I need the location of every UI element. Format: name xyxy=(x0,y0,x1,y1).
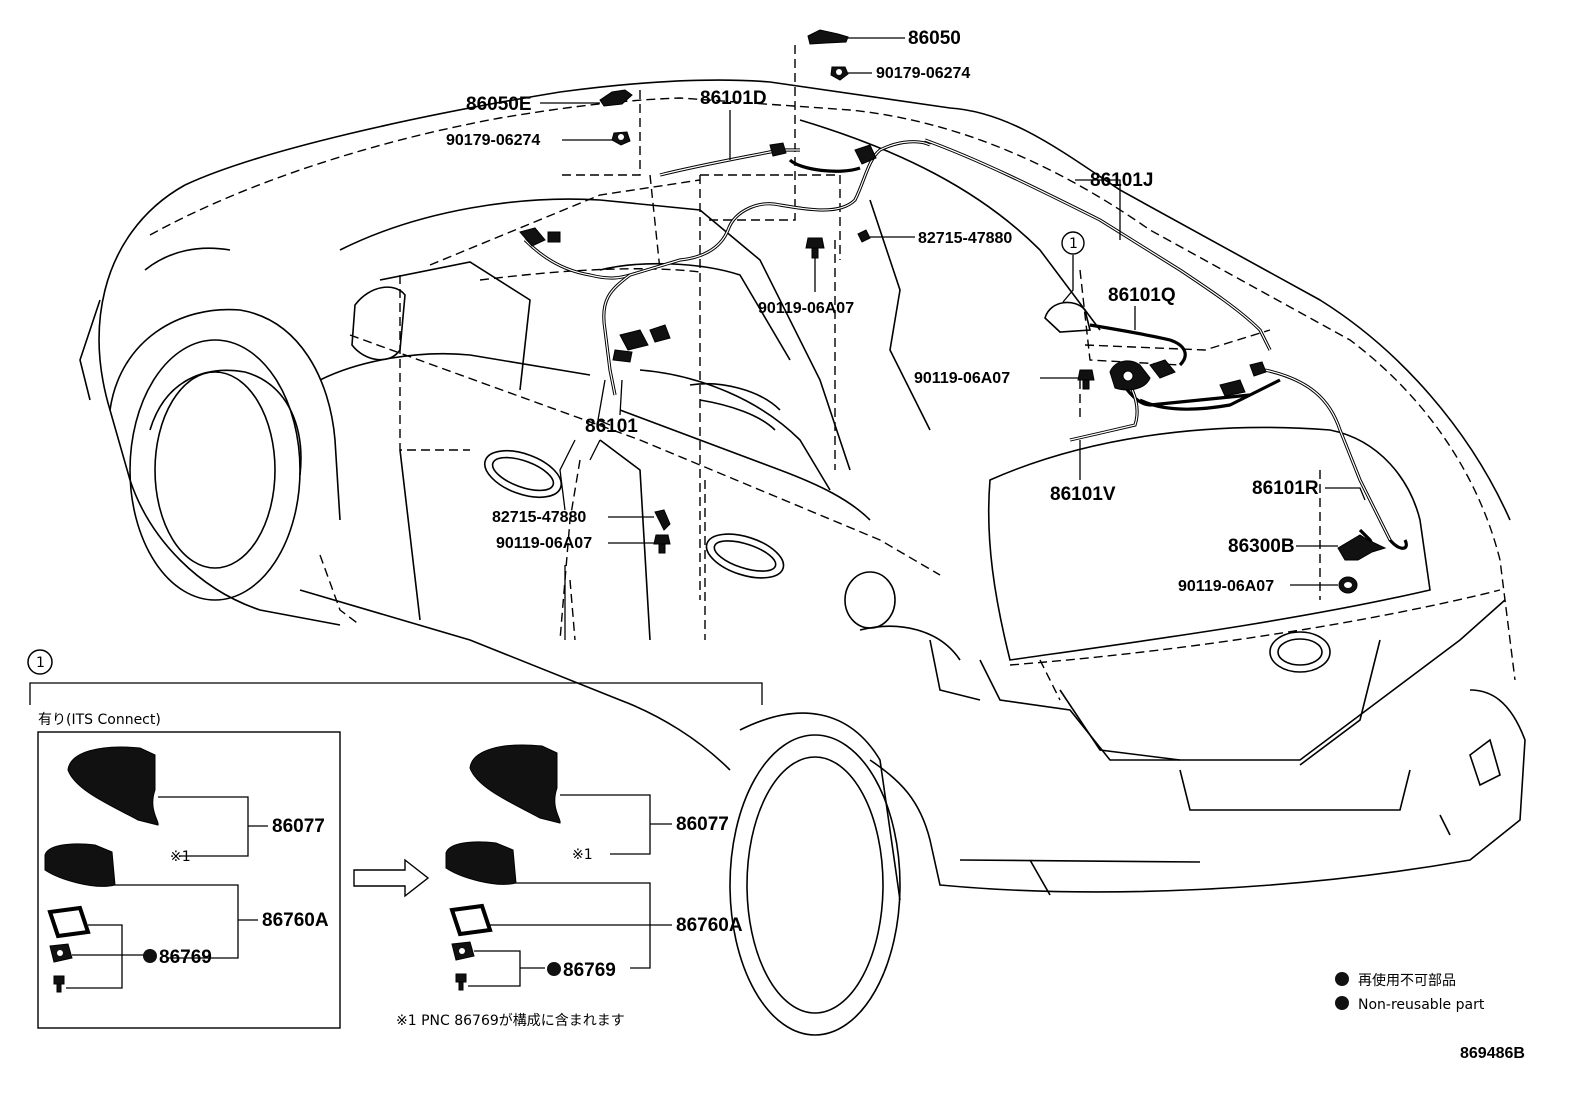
legend: 再使用不可部品 Non-reusable part xyxy=(1335,972,1485,1013)
vehicle-outline xyxy=(79,79,1526,1036)
clip-90179-top xyxy=(830,66,849,81)
components xyxy=(519,29,1387,594)
label-86101J: 86101J xyxy=(1090,170,1153,191)
base-86760A-left xyxy=(44,843,116,887)
legend-jp: 再使用不可部品 xyxy=(1358,972,1456,989)
clamp-82715-top xyxy=(857,229,871,243)
part-labels: 86050 90179-06274 86050E 90179-06274 861… xyxy=(446,28,1319,595)
transition-arrow xyxy=(353,858,430,898)
detail-right-fastener-label: 86769 xyxy=(563,960,616,981)
clip-90179-left xyxy=(611,131,631,146)
label-86300B: 86300B xyxy=(1228,536,1295,557)
non-reusable-bullet-left xyxy=(143,949,157,963)
variant-right: 86077 ※1 86760A 86769 xyxy=(445,744,743,991)
label-90119-b: 90119-06A07 xyxy=(914,370,1010,387)
detail-right-cover-label: 86077 xyxy=(676,814,729,835)
detail-condition: 有り(ITS Connect) xyxy=(38,712,161,728)
detail-left-base-label: 86760A xyxy=(262,910,329,931)
detail-right-note-mark: ※1 xyxy=(572,847,593,863)
label-90119-c: 90119-06A07 xyxy=(496,535,592,552)
fastener-86769-right xyxy=(451,941,475,961)
label-86050E: 86050E xyxy=(466,94,532,115)
detail-left-cover-label: 86077 xyxy=(272,816,325,837)
label-86101Q: 86101Q xyxy=(1108,285,1176,306)
bolt-90119-c xyxy=(653,534,671,554)
label-86050: 86050 xyxy=(908,28,961,49)
label-90179-left: 90179-06274 xyxy=(446,132,540,149)
clamp-82715-low xyxy=(654,509,671,531)
harness-86101 xyxy=(523,140,931,280)
gasket-right xyxy=(449,903,493,937)
detail-footnote: ※1 PNC 86769が構成に含まれます xyxy=(396,1013,625,1029)
cover-86077-left xyxy=(67,746,159,826)
hidden-lines xyxy=(149,45,1516,701)
label-82715-top: 82715-47880 xyxy=(918,230,1012,247)
detail-callout-marker xyxy=(27,649,53,675)
bolt-90119-a xyxy=(805,237,825,259)
leader-lines xyxy=(540,37,1366,640)
legend-bullet-en xyxy=(1335,996,1349,1010)
screw-right xyxy=(455,973,467,991)
bolt-90119-b xyxy=(1077,369,1095,390)
label-90179-top: 90179-06274 xyxy=(876,65,970,82)
label-86101: 86101 xyxy=(585,416,638,437)
non-reusable-bullet-right xyxy=(547,962,561,976)
detail-left-note-mark: ※1 xyxy=(170,849,191,865)
detail-callout-text: 1 xyxy=(36,655,45,671)
roof-fin-outline xyxy=(1044,301,1092,333)
callout-1-text: 1 xyxy=(1069,236,1078,252)
antenna-lead-86050 xyxy=(807,29,849,45)
antenna-86300B xyxy=(1337,534,1387,561)
callout-1-marker xyxy=(1061,231,1085,255)
label-86101V: 86101V xyxy=(1050,484,1116,505)
legend-bullet-jp xyxy=(1335,972,1349,986)
antenna-lead-86050E xyxy=(599,89,633,107)
fastener-86769-left xyxy=(49,943,73,963)
harness-86101Q xyxy=(1089,323,1187,367)
label-86101R: 86101R xyxy=(1252,478,1319,499)
detail-right-base-label: 86760A xyxy=(676,915,743,936)
label-82715-low: 82715-47880 xyxy=(492,509,586,526)
detail-inset: 1 有り(ITS Connect) 86077 ※1 xyxy=(27,649,763,1029)
label-90119-a: 90119-06A07 xyxy=(758,300,854,317)
grommet-90119-d xyxy=(1338,576,1358,594)
variant-left: 86077 ※1 86760A 86769 xyxy=(44,746,329,993)
label-90119-d: 90119-06A07 xyxy=(1178,578,1274,595)
legend-en: Non-reusable part xyxy=(1358,997,1485,1013)
detail-box xyxy=(37,731,341,1029)
base-86760A-right xyxy=(445,841,517,885)
label-86101D: 86101D xyxy=(700,88,767,109)
screw-left xyxy=(53,975,65,993)
diagram-id: 869486B xyxy=(1460,1045,1525,1062)
gasket-left xyxy=(47,905,91,939)
detail-left-fastener-label: 86769 xyxy=(159,947,212,968)
cover-86077-right xyxy=(469,744,561,824)
